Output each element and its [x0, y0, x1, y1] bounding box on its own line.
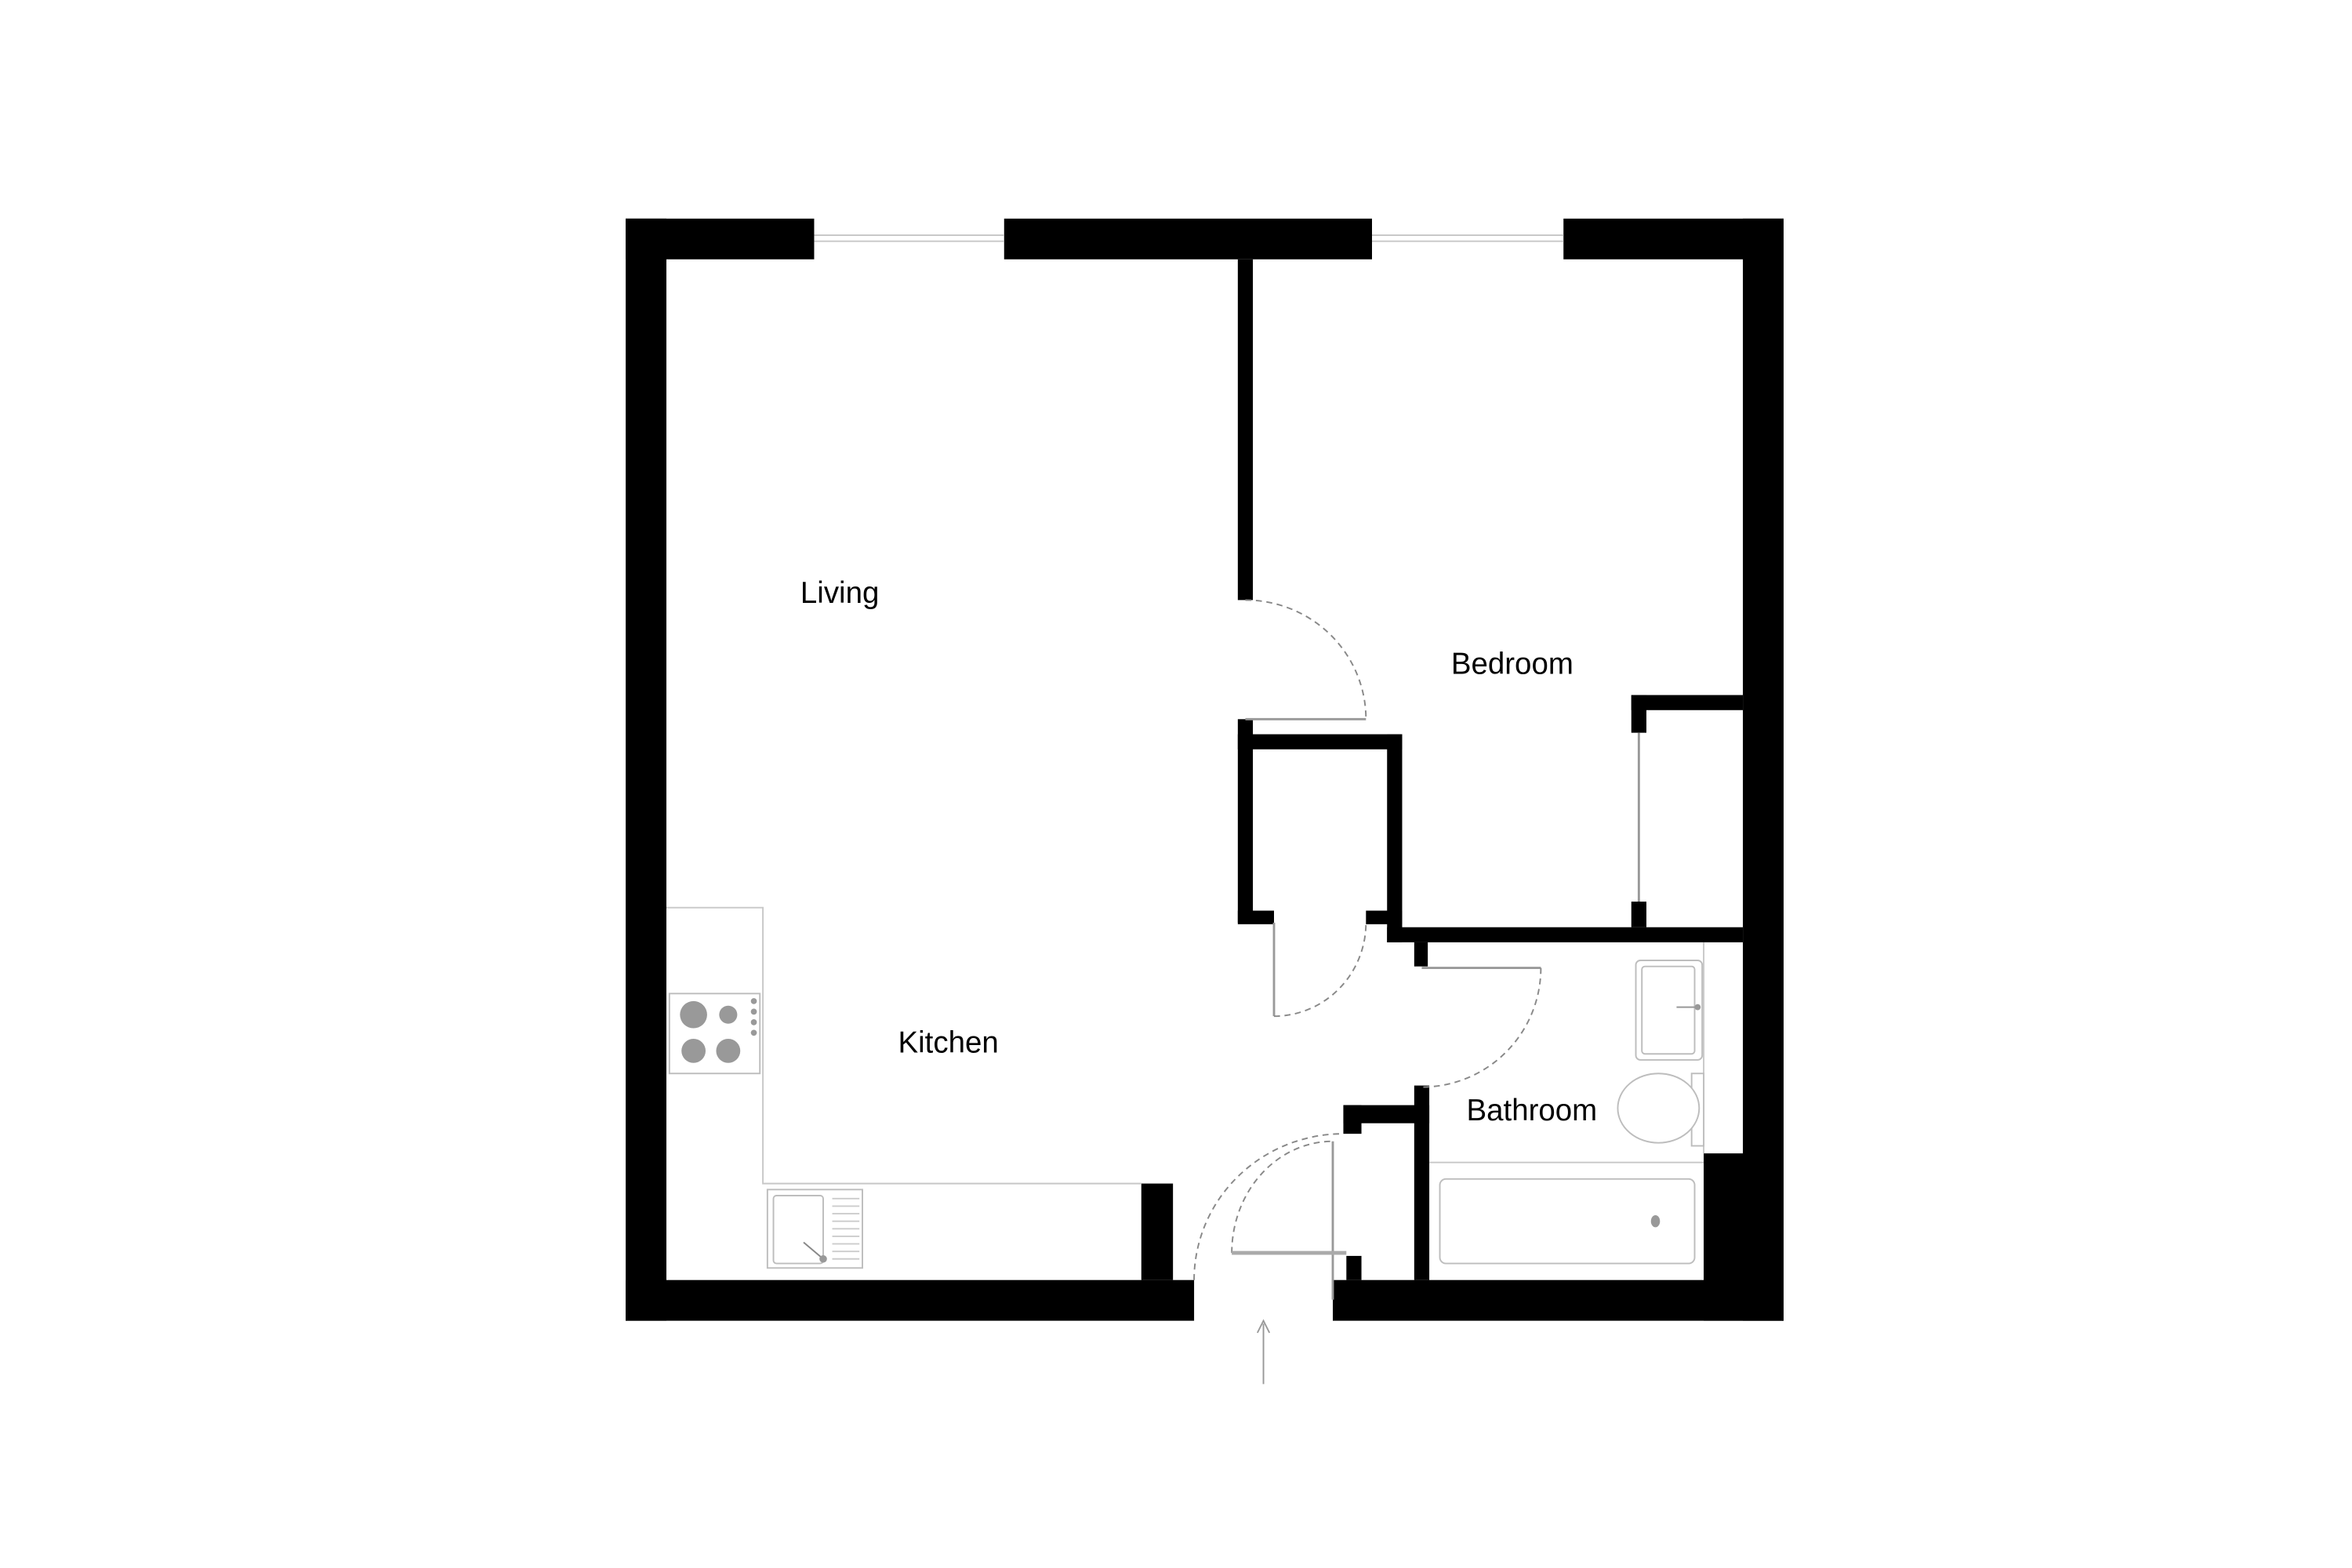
- wall-hall-stub-v: [1343, 1105, 1362, 1134]
- bathtub-icon: [1439, 1178, 1696, 1265]
- wall-closet-right: [1387, 734, 1403, 942]
- door-closet[interactable]: [1272, 922, 1367, 1018]
- wall-bedroom-bathroom: [1387, 927, 1744, 942]
- wall-top-middle: [1004, 218, 1372, 260]
- wall-entry-stub: [1346, 1255, 1362, 1280]
- wall-closet-stub-right: [1366, 910, 1403, 924]
- room-label-bathroom: Bathroom: [1466, 1094, 1597, 1127]
- wall-wardrobe-stub-top: [1631, 695, 1646, 733]
- wall-wardrobe-stub-bottom: [1631, 902, 1646, 927]
- wall-closet-stub-left: [1237, 910, 1274, 924]
- room-label-bedroom: Bedroom: [1451, 648, 1573, 681]
- basin-icon: [1635, 960, 1704, 1061]
- wall-bathroom-stub: [1414, 942, 1428, 967]
- wall-living-bedroom: [1237, 259, 1254, 601]
- kitchen-end-block: [1141, 1183, 1174, 1280]
- outer-walls: [626, 218, 1784, 1321]
- wall-bottom-left: [626, 1279, 1195, 1321]
- wall-closet-left: [1237, 719, 1254, 923]
- door-bathroom[interactable]: [1421, 967, 1542, 1088]
- wall-right: [1743, 218, 1784, 1321]
- door-bedroom[interactable]: [1245, 599, 1367, 720]
- hob-icon: [668, 993, 761, 1075]
- window-living: [814, 234, 1004, 242]
- window-bedroom: [1372, 234, 1564, 242]
- room-label-kitchen: Kitchen: [898, 1025, 998, 1059]
- kitchen-counter: [666, 906, 1142, 1185]
- kitchen-sink-icon: [766, 1189, 863, 1269]
- wall-hall-stub-h: [1343, 1105, 1430, 1123]
- interior-walls: [1141, 259, 1744, 1280]
- wall-bathroom-left: [1414, 1085, 1430, 1280]
- room-label-living: Living: [800, 576, 879, 610]
- toilet-icon: [1617, 1073, 1705, 1147]
- wall-left: [626, 218, 666, 1321]
- wall-block-bottom-right: [1704, 1153, 1784, 1321]
- entry-arrow-icon: [1256, 1319, 1271, 1385]
- door-entry[interactable]: [1193, 1133, 1347, 1300]
- wall-wardrobe-top: [1631, 695, 1744, 710]
- wall-closet-top: [1237, 734, 1403, 750]
